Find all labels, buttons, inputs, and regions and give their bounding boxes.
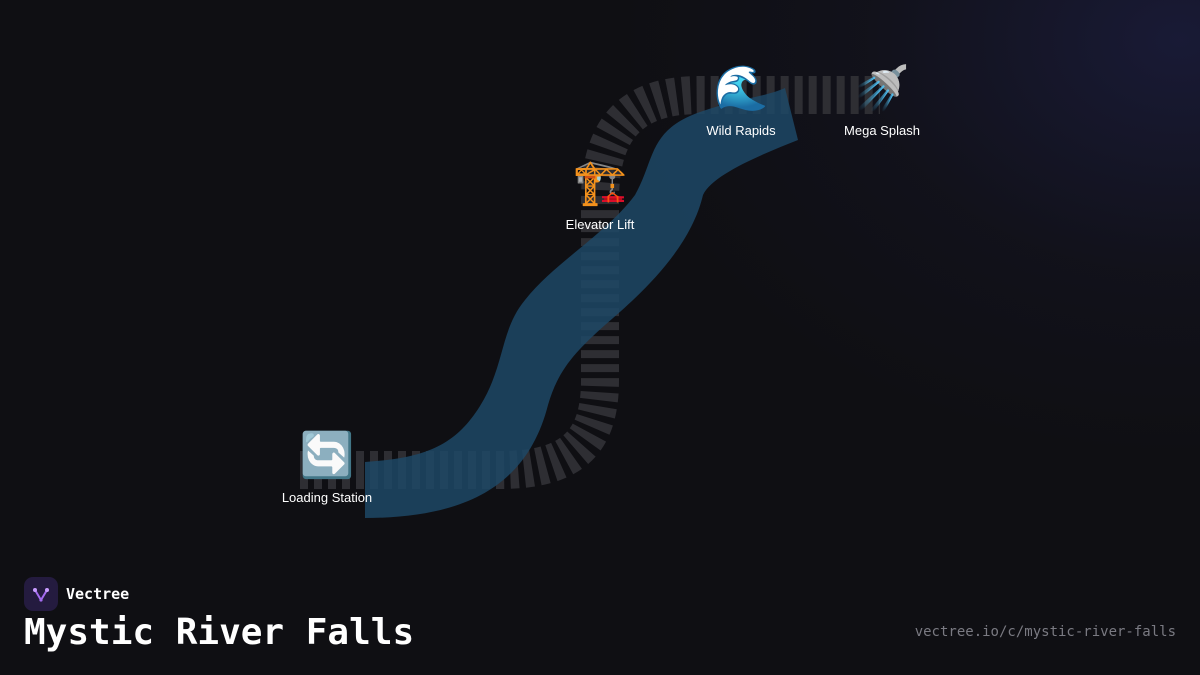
- page-title: Mystic River Falls: [24, 612, 415, 653]
- coaster-track: [300, 76, 880, 489]
- shower-icon: 🚿: [854, 64, 910, 113]
- water-channel[interactable]: [365, 88, 798, 518]
- crane-icon: 🏗️: [572, 158, 628, 207]
- page-url[interactable]: vectree.io/c/mystic-river-falls: [914, 624, 1176, 640]
- wild-rapids-node[interactable]: 🌊 Wild Rapids: [661, 63, 821, 139]
- loading-station-node[interactable]: 🔄 Loading Station: [247, 430, 407, 506]
- brand-name: Vectree: [66, 585, 130, 603]
- elevator-lift-node[interactable]: 🏗️ Elevator Lift: [520, 157, 680, 233]
- loading-station-label: Loading Station: [281, 490, 373, 505]
- arrows-cycle-icon: 🔄: [299, 431, 355, 480]
- mega-splash-node[interactable]: 🚿 Mega Splash: [802, 63, 962, 139]
- wild-rapids-label: Wild Rapids: [706, 123, 776, 138]
- brand[interactable]: Vectree: [24, 577, 129, 611]
- vectree-logo-icon: [24, 577, 58, 611]
- elevator-lift-label: Elevator Lift: [565, 217, 635, 232]
- wave-icon: 🌊: [713, 64, 769, 113]
- mega-splash-label: Mega Splash: [844, 123, 920, 138]
